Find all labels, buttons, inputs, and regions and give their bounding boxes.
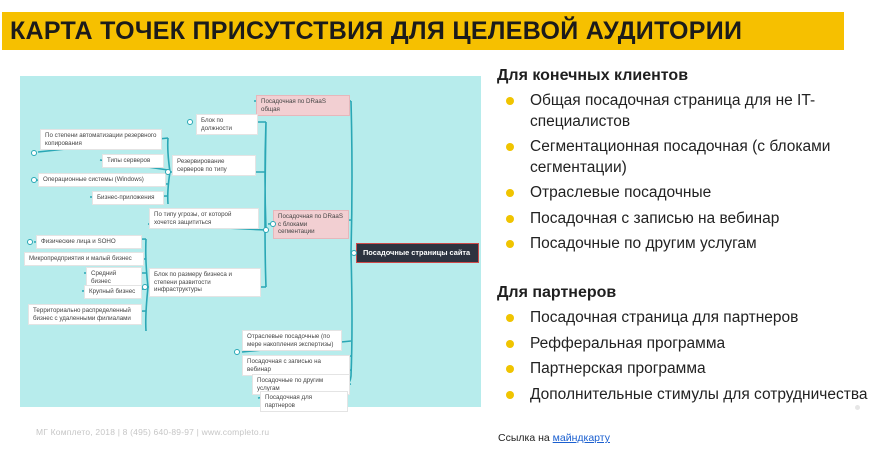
mindmap-link-prefix: Ссылка на [498, 432, 553, 444]
slide-footer: МГ Комплето, 2018 | 8 (495) 640-89-97 | … [36, 427, 270, 437]
list-item: Посадочная страница для партнеров [497, 308, 872, 329]
connector-trunk [341, 100, 353, 387]
connector-dot [165, 169, 171, 175]
connector-dot [263, 227, 269, 233]
mindmap-node-by-position: Блок по должности [196, 114, 258, 135]
mindmap-root-node: Посадочные страницы сайта [356, 243, 479, 263]
mindmap-node-server-types: Типы серверов [102, 154, 164, 168]
mindmap-node-large: Крупный бизнес [84, 285, 142, 299]
title-band [2, 12, 844, 50]
list-item: Общая посадочная страница для не IT-спец… [497, 91, 872, 132]
connector-size-trunk [144, 238, 149, 332]
list-item: Сегментационная посадочная (с блоками се… [497, 137, 872, 178]
connector-dot [351, 250, 357, 256]
mindmap-node-threat-type: По типу угрозы, от которой хочется защит… [149, 208, 259, 229]
clients-list: Общая посадочная страница для не IT-спец… [497, 91, 872, 255]
mindmap-node-partners: Посадочная для партнеров [260, 391, 348, 412]
mindmap-node-common-landing: Посадочная по DRaaS общая [256, 95, 350, 116]
partners-section: Для партнеров Посадочная страница для па… [497, 283, 872, 410]
connector-dot [27, 239, 33, 245]
bullet-icon [506, 240, 514, 248]
mindmap-image: Посадочные страницы сайта Посадочная по … [20, 76, 481, 412]
mindmap-link-line: Ссылка на майндкарту [498, 432, 610, 444]
mindmap-node-micro: Микропредприятия и малый бизнес [24, 252, 144, 266]
list-item: Партнерская программа [497, 359, 872, 380]
list-item: Посадочная с записью на вебинар [497, 209, 872, 230]
connector-seg-trunk [264, 121, 267, 288]
mindmap-node-webinar: Посадочная с записью на вебинар [242, 355, 350, 376]
corner-mark [855, 405, 860, 410]
bullet-icon [506, 339, 514, 348]
mindmap-node-distributed: Территориально распределенный бизнес с у… [28, 304, 142, 325]
list-item: Отраслевые посадочные [497, 183, 872, 204]
connector-dot [234, 349, 240, 355]
connector-dot [142, 284, 148, 290]
bullet-icon [506, 143, 514, 151]
connector-dot [187, 119, 193, 125]
connector-dot [270, 221, 276, 227]
mindmap-node-industry: Отраслевые посадочные (по мере накоплени… [242, 330, 342, 351]
bullet-icon [506, 390, 514, 399]
clients-section: Для конечных клиентов Общая посадочная с… [497, 66, 872, 260]
list-item: Дополнительные стимулы для сотрудничеств… [497, 385, 872, 406]
bullet-icon [506, 189, 514, 197]
list-item: Посадочные по другим услугам [497, 234, 872, 255]
partners-list: Посадочная страница для партнеров Реффер… [497, 308, 872, 405]
mindmap-node-automation: По степени автоматизации резервного копи… [40, 129, 162, 150]
mindmap-node-other-services: Посадочные по другим услугам [252, 374, 350, 395]
mindmap-node-business-size: Блок по размеру бизнеса и степени развит… [149, 268, 261, 297]
mindmap-node-individuals: Физические лица и SOHO [36, 235, 142, 249]
bullet-icon [506, 314, 514, 322]
mindmap-link[interactable]: майндкарту [552, 432, 610, 444]
mindmap-node-segmented-landing: Посадочная по DRaaS с блоками сегментаци… [273, 210, 349, 239]
bullet-icon [506, 365, 514, 373]
connector-dot [31, 150, 37, 156]
list-item: Рефферальная программа [497, 334, 872, 355]
mindmap-node-server-reservation: Резервирование серверов по типу [172, 155, 256, 176]
connector-dot [31, 177, 37, 183]
mindmap-node-business-apps: Бизнес-приложения [92, 191, 164, 205]
mindmap-node-os: Операционные системы (Windows) [38, 173, 166, 187]
bullet-icon [506, 214, 514, 223]
bullet-icon [506, 97, 514, 105]
partners-heading: Для партнеров [497, 284, 617, 301]
connector-res-trunk [166, 137, 171, 205]
slide-title: КАРТА ТОЧЕК ПРИСУТСТВИЯ ДЛЯ ЦЕЛЕВОЙ АУДИ… [10, 17, 743, 45]
clients-heading: Для конечных клиентов [497, 67, 689, 84]
